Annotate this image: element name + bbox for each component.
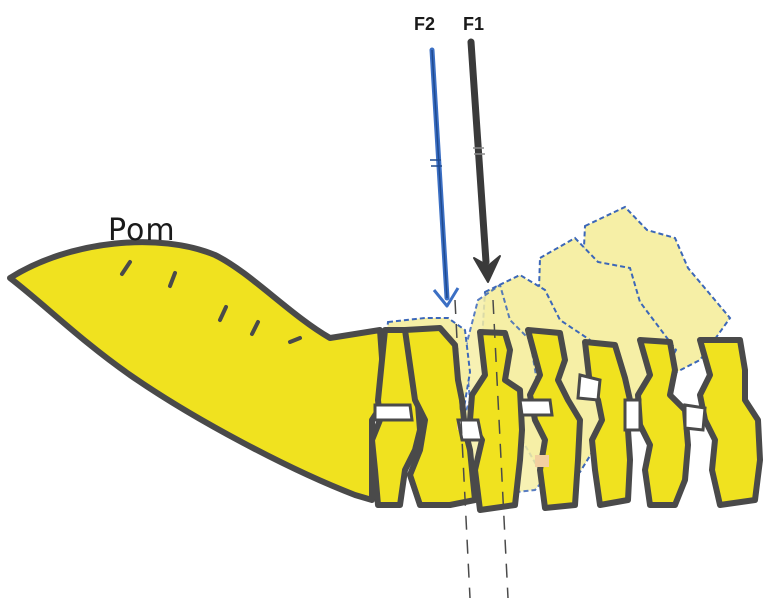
force-f2-arrow <box>430 50 458 306</box>
force-f1-arrow <box>471 42 500 282</box>
structure-label: Pom <box>108 213 176 248</box>
f2-label: F2 <box>414 14 435 34</box>
f1-label: F1 <box>463 14 484 34</box>
vertebra-7 <box>700 340 760 505</box>
sacrum <box>10 242 385 500</box>
